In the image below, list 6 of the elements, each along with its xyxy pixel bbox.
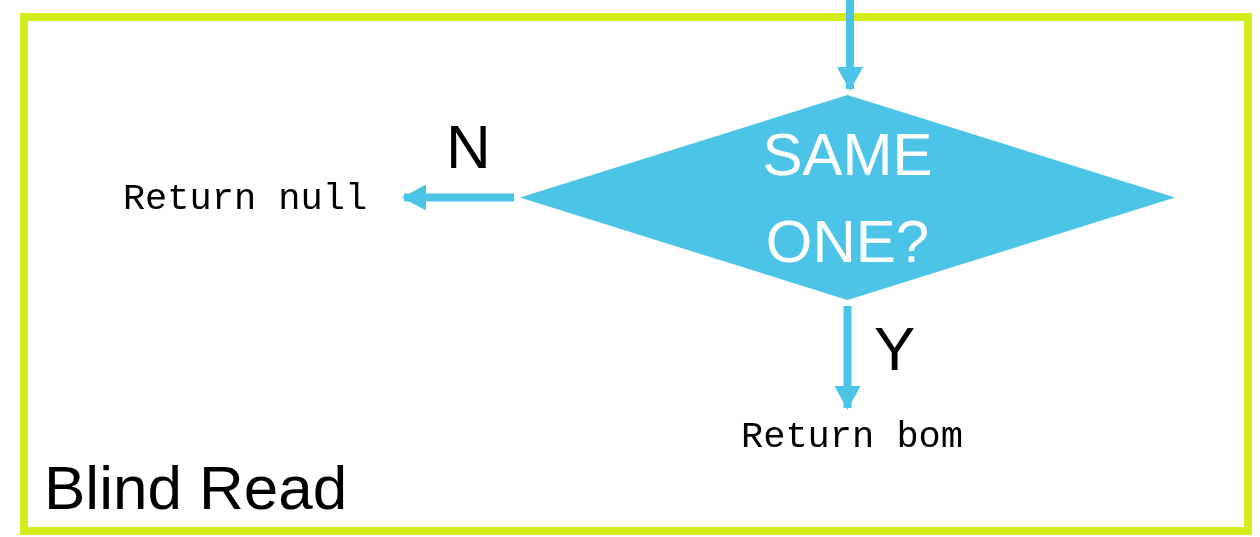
group-title: Blind Read — [44, 457, 348, 519]
flow-arrow — [837, 0, 863, 91]
decision-text: SAME ONE? — [761, 119, 934, 277]
return-statement: Return null — [122, 177, 368, 223]
group-frame — [20, 13, 1252, 535]
return-statement: Return bom — [740, 415, 963, 461]
